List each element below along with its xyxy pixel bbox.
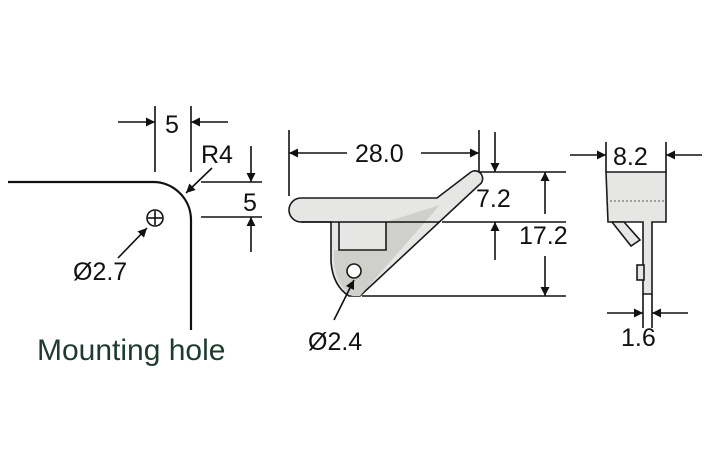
- dim-radius-leader: [185, 167, 213, 194]
- dim-end-width-label: 8.2: [613, 143, 648, 171]
- end-view-body: [605, 171, 667, 295]
- dim-top-label: 7.2: [476, 185, 511, 213]
- mounting-hole-symbol: [146, 209, 164, 227]
- pivot-pin-hole: [346, 263, 362, 279]
- end-view-tab: [636, 264, 645, 281]
- dim-pin-diameter-label: Ø2.4: [308, 328, 362, 356]
- bracket-tab: [338, 222, 387, 251]
- side-view: 28.0 7.2 17.2 Ø2.4: [288, 130, 568, 356]
- end-view-hook: [610, 221, 642, 248]
- dim-pin-leader: [333, 279, 355, 321]
- dim-width-label: 5: [165, 111, 179, 139]
- dim-height-label: 17.2: [519, 222, 568, 250]
- dim-radius-label: R4: [201, 141, 233, 169]
- mounting-hole-view: 5 R4 5 Ø2.7 Mounting hole: [8, 106, 262, 367]
- dim-offset-label: 5: [243, 189, 257, 217]
- end-view: 8.2 1.6: [570, 142, 702, 352]
- dim-thickness-label: 1.6: [621, 324, 656, 352]
- mounting-hole-caption: Mounting hole: [37, 334, 225, 367]
- panel-corner-outline: [8, 180, 193, 330]
- dim-length-label: 28.0: [355, 140, 404, 168]
- dim-hole-leader: [117, 227, 148, 259]
- dim-hole-diameter-label: Ø2.7: [73, 258, 127, 286]
